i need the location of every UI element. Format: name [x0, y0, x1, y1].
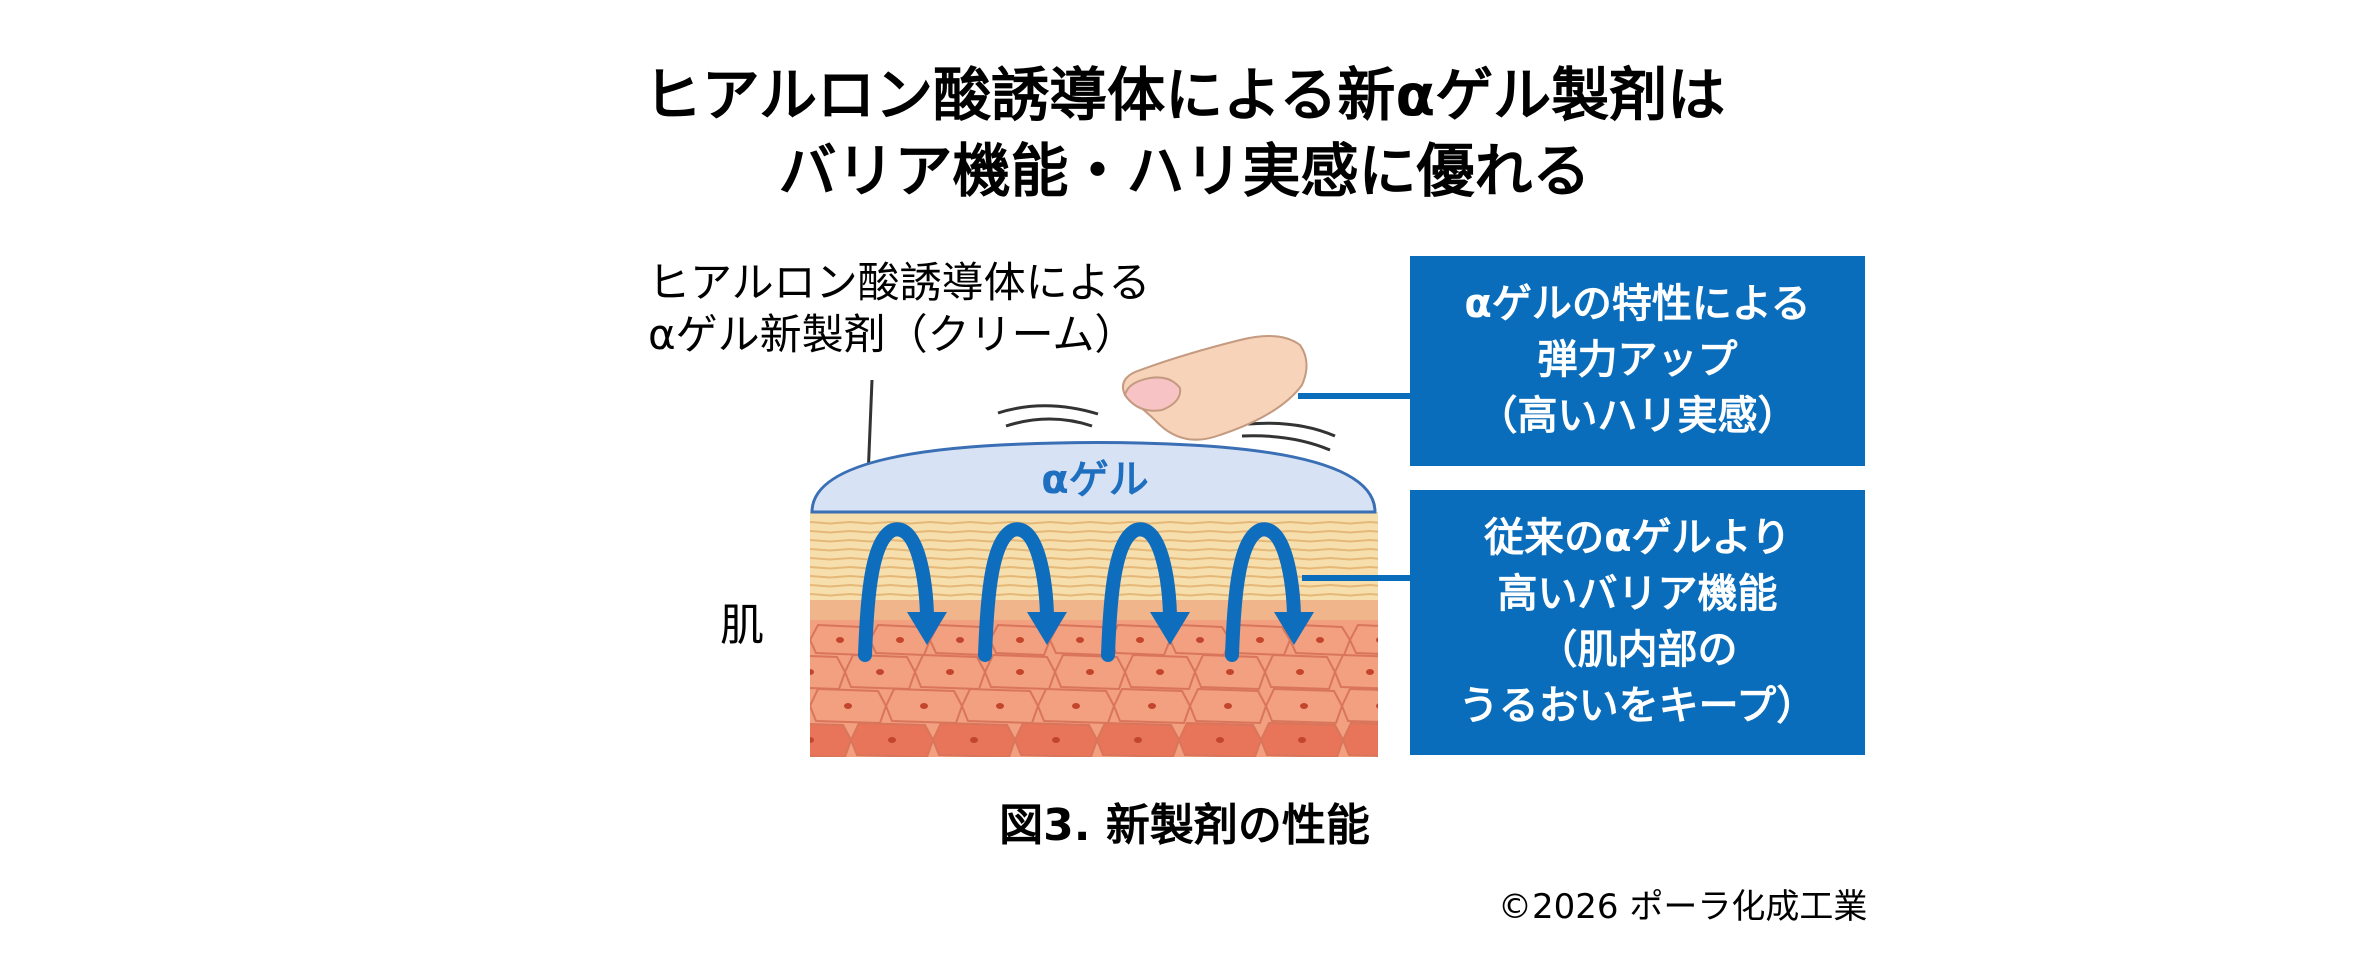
- cell-nucleus: [1076, 637, 1084, 643]
- cell-nucleus: [1086, 669, 1094, 675]
- cell-nucleus: [1224, 703, 1232, 709]
- epidermis-cell: [1263, 653, 1337, 691]
- epidermis-cell: [1188, 687, 1268, 725]
- epidermis-cell: [1348, 623, 1378, 655]
- epidermis-cell: [1053, 653, 1127, 691]
- barrier-info-box: 従来のαゲルより 高いバリア機能 （肌内部の うるおいをキープ）: [1410, 490, 1865, 755]
- cell-nucleus: [1366, 669, 1374, 675]
- cell-nucleus: [1380, 737, 1388, 743]
- barrier-arrow: [1225, 522, 1301, 662]
- stratum-line: [810, 556, 1378, 561]
- barrier-arrow: [1101, 522, 1177, 662]
- epidermis-cell: [1112, 687, 1192, 725]
- elasticity-info-box: αゲルの特性による 弾力アップ （高いハリ実感）: [1410, 256, 1865, 466]
- cell-nucleus: [1256, 637, 1264, 643]
- cell-nucleus: [920, 703, 928, 709]
- cell-nucleus: [1196, 637, 1204, 643]
- epidermis-cell: [1341, 721, 1378, 757]
- finger-press-icon: [1122, 335, 1308, 441]
- gel-dome: [810, 441, 1377, 514]
- gel-label: αゲル: [1041, 457, 1148, 503]
- skin-label: 肌: [720, 600, 764, 651]
- title-line-2: バリア機能・ハリ実感に優れる: [778, 137, 1591, 205]
- cell-nucleus: [1298, 737, 1306, 743]
- box-2-line-3: （肌内部の: [1537, 627, 1738, 673]
- cell-nucleus: [888, 737, 896, 743]
- cell-nucleus: [996, 703, 1004, 709]
- title-line-1: ヒアルロン酸誘導体による新αゲル製剤は: [643, 61, 1726, 129]
- figure-caption: 図3. 新製剤の性能: [999, 800, 1370, 851]
- product-label-line-1: ヒアルロン酸誘導体による: [648, 258, 1151, 307]
- cell-nucleus: [1148, 703, 1156, 709]
- cell-nucleus: [1156, 669, 1164, 675]
- box-1-line-3: （高いハリ実感）: [1477, 393, 1798, 439]
- cell-nucleus: [1072, 703, 1080, 709]
- product-label-line-2: αゲル新製剤（クリーム）: [648, 310, 1137, 359]
- stratum-line: [810, 520, 1378, 525]
- cell-nucleus: [1016, 637, 1024, 643]
- cell-nucleus: [970, 737, 978, 743]
- cell-nucleus: [1376, 703, 1378, 709]
- box-1-line-2: 弾力アップ: [1537, 337, 1738, 383]
- box-1-line-1: αゲルの特性による: [1464, 281, 1811, 327]
- cell-nucleus: [1136, 637, 1144, 643]
- epidermis-cell: [810, 722, 853, 757]
- barrier-arrowhead: [1150, 612, 1190, 645]
- cell-nucleus: [1300, 703, 1308, 709]
- cell-nucleus: [810, 669, 814, 675]
- cell-nucleus: [1376, 637, 1378, 643]
- cell-nuclei: [810, 637, 1388, 743]
- vibration-lines: [997, 404, 1336, 452]
- cell-nucleus: [1216, 737, 1224, 743]
- barrier-arrow: [978, 522, 1054, 662]
- box-2-line-1: 従来のαゲルより: [1484, 515, 1791, 561]
- cell-nucleus: [1134, 737, 1142, 743]
- product-pointer-line: [866, 379, 874, 479]
- barrier-arrowhead: [907, 612, 947, 645]
- epidermis-cells: [810, 623, 1378, 757]
- box-2-line-4: うるおいをキープ）: [1458, 683, 1817, 729]
- cell-nucleus: [876, 669, 884, 675]
- barrier-arrowhead: [1274, 612, 1314, 645]
- cell-nucleus: [810, 737, 814, 743]
- cell-nucleus: [946, 669, 954, 675]
- cell-nucleus: [836, 637, 844, 643]
- copyright: ©2026 ポーラ化成工業: [1498, 887, 1868, 927]
- upward-return-arrow-icon: [858, 522, 1314, 662]
- cell-nucleus: [1016, 669, 1024, 675]
- cell-nucleus: [956, 637, 964, 643]
- cell-nucleus: [1052, 737, 1060, 743]
- barrier-arrowhead: [1027, 612, 1067, 645]
- epidermis-cell: [1340, 687, 1378, 723]
- cell-nucleus: [896, 637, 904, 643]
- cell-nucleus: [1316, 637, 1324, 643]
- epidermis-cell: [1193, 653, 1267, 691]
- epidermis-cell: [1123, 653, 1197, 691]
- box-2-line-2: 高いバリア機能: [1497, 571, 1778, 617]
- epidermis-cell: [1264, 687, 1344, 725]
- barrier-arrow: [858, 522, 934, 662]
- epidermis-cell: [1333, 653, 1378, 690]
- cell-nucleus: [1296, 669, 1304, 675]
- cell-nucleus: [1226, 669, 1234, 675]
- cell-nucleus: [844, 703, 852, 709]
